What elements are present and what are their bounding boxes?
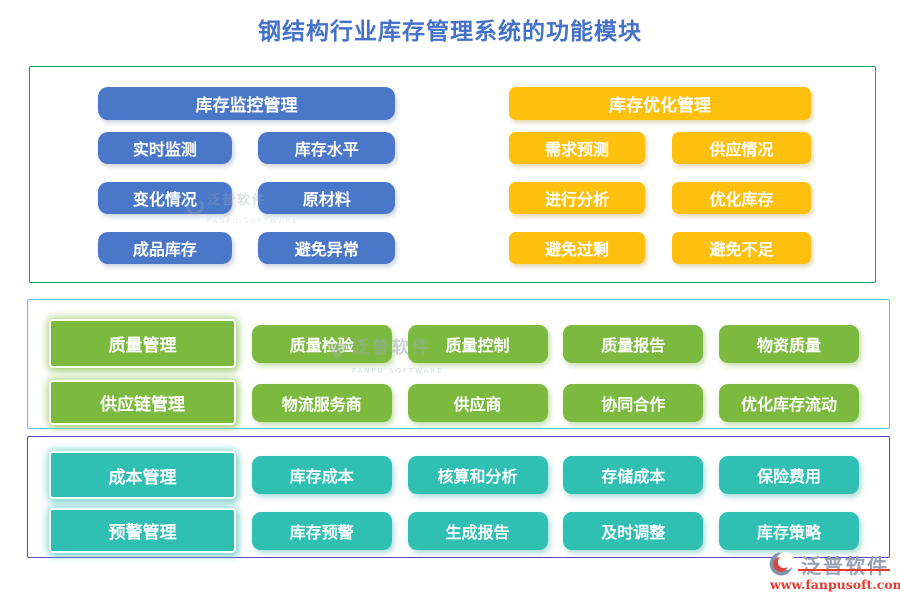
fanpu-logo-underline <box>798 569 890 571</box>
inventory-monitoring-grid: 实时监测 库存水平 变化情况 原材料 成品库存 避免异常 <box>98 132 395 264</box>
demand-forecast-button[interactable]: 需求预测 <box>509 132 645 164</box>
timely-adjustment-button[interactable]: 及时调整 <box>563 511 704 550</box>
inventory-optimization-header-button[interactable]: 库存优化管理 <box>509 87 811 120</box>
inventory-warning-button[interactable]: 库存预警 <box>251 511 392 550</box>
supply-chain-management-row: 供应链管理 物流服务商 供应商 协同合作 优化库存流动 <box>49 380 859 425</box>
avoid-surplus-button[interactable]: 避免过剩 <box>509 232 645 264</box>
section-quality-supply-chain: 质量管理 质量检验 质量控制 质量报告 物资质量 供应链管理 物流服务商 供应商… <box>27 299 890 429</box>
supplier-button[interactable]: 供应商 <box>407 383 548 422</box>
inventory-monitoring-header-button[interactable]: 库存监控管理 <box>98 87 395 120</box>
storage-cost-button[interactable]: 存储成本 <box>563 456 704 494</box>
fanpu-logo-url[interactable]: www.fanpusoft.com <box>770 577 900 592</box>
generate-report-button[interactable]: 生成报告 <box>407 511 548 550</box>
material-quality-button[interactable]: 物资质量 <box>719 324 859 363</box>
supply-chain-management-header-button[interactable]: 供应链管理 <box>49 380 236 425</box>
realtime-monitoring-button[interactable]: 实时监测 <box>98 132 232 164</box>
fanpu-swoosh-icon <box>769 552 795 576</box>
quality-control-button[interactable]: 质量控制 <box>407 324 548 363</box>
quality-report-button[interactable]: 质量报告 <box>563 324 704 363</box>
conduct-analysis-button[interactable]: 进行分析 <box>509 182 645 214</box>
quality-management-row: 质量管理 质量检验 质量控制 质量报告 物资质量 <box>49 319 859 368</box>
inventory-cost-button[interactable]: 库存成本 <box>251 456 392 494</box>
fanpu-logo[interactable]: 泛普软件 www.fanpusoft.com <box>768 548 900 598</box>
insurance-cost-button[interactable]: 保险费用 <box>719 456 859 494</box>
logistics-provider-button[interactable]: 物流服务商 <box>251 383 392 422</box>
quality-management-header-button[interactable]: 质量管理 <box>49 319 236 368</box>
warning-management-row: 预警管理 库存预警 生成报告 及时调整 库存策略 <box>49 508 859 553</box>
supply-status-button[interactable]: 供应情况 <box>672 132 811 164</box>
avoid-anomaly-button[interactable]: 避免异常 <box>258 232 395 264</box>
inventory-level-button[interactable]: 库存水平 <box>258 132 395 164</box>
change-status-button[interactable]: 变化情况 <box>98 182 232 214</box>
cost-management-row: 成本管理 库存成本 核算和分析 存储成本 保险费用 <box>49 451 859 499</box>
raw-material-button[interactable]: 原材料 <box>258 182 395 214</box>
cost-management-header-button[interactable]: 成本管理 <box>49 451 236 499</box>
collaboration-button[interactable]: 协同合作 <box>563 383 704 422</box>
optimize-inventory-button[interactable]: 优化库存 <box>672 182 811 214</box>
fanpu-logo-text: 泛普软件 <box>801 554 889 578</box>
group-inventory-optimization: 库存优化管理 需求预测 供应情况 进行分析 优化库存 避免过剩 避免不足 <box>509 87 811 264</box>
section-inventory-management: 库存监控管理 实时监测 库存水平 变化情况 原材料 成品库存 避免异常 库存优化… <box>29 66 876 283</box>
quality-inspection-button[interactable]: 质量检验 <box>251 324 392 363</box>
inventory-strategy-button[interactable]: 库存策略 <box>719 511 859 550</box>
inventory-optimization-grid: 需求预测 供应情况 进行分析 优化库存 避免过剩 避免不足 <box>509 132 811 264</box>
optimize-inventory-flow-button[interactable]: 优化库存流动 <box>719 383 859 422</box>
page-title: 钢结构行业库存管理系统的功能模块 <box>258 19 642 45</box>
finished-goods-inventory-button[interactable]: 成品库存 <box>98 232 232 264</box>
warning-management-header-button[interactable]: 预警管理 <box>49 508 236 553</box>
group-inventory-monitoring: 库存监控管理 实时监测 库存水平 变化情况 原材料 成品库存 避免异常 <box>98 87 395 264</box>
section-cost-warning: 成本管理 库存成本 核算和分析 存储成本 保险费用 预警管理 库存预警 生成报告… <box>27 436 890 558</box>
avoid-shortage-button[interactable]: 避免不足 <box>672 232 811 264</box>
accounting-analysis-button[interactable]: 核算和分析 <box>407 456 548 494</box>
